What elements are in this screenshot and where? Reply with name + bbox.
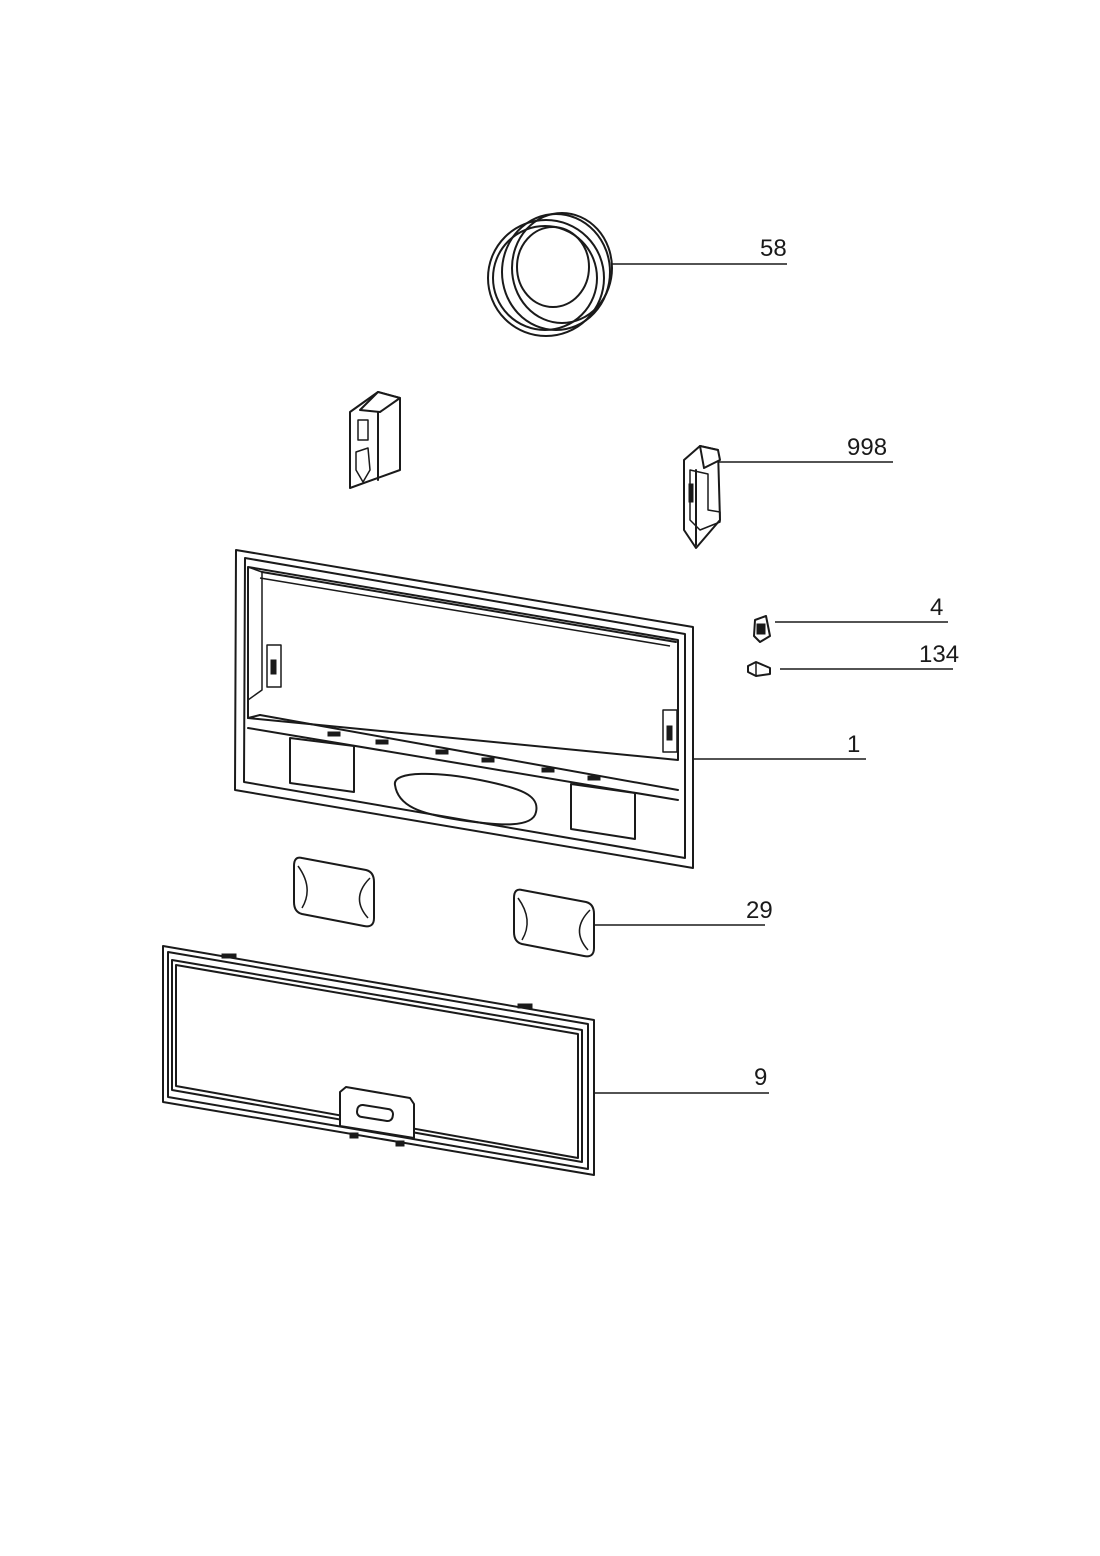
callout-998: 998: [847, 434, 887, 461]
grease-filter-part: [162, 945, 595, 1176]
lamp-cover-left: [293, 856, 375, 928]
duct-ring-part: [487, 212, 613, 337]
right-bracket-part: [683, 445, 721, 549]
clip-part: [753, 615, 771, 643]
callout-9: 9: [754, 1064, 767, 1091]
callout-29: 29: [746, 897, 773, 924]
callout-58: 58: [760, 235, 787, 262]
hood-housing-part: [234, 549, 694, 869]
left-mounting-bracket: [349, 391, 401, 489]
callout-4: 4: [930, 594, 943, 621]
callout-1: 1: [847, 731, 860, 758]
screw-part: [747, 661, 771, 677]
callout-134: 134: [919, 641, 959, 668]
lamp-cover-right: [513, 888, 595, 958]
